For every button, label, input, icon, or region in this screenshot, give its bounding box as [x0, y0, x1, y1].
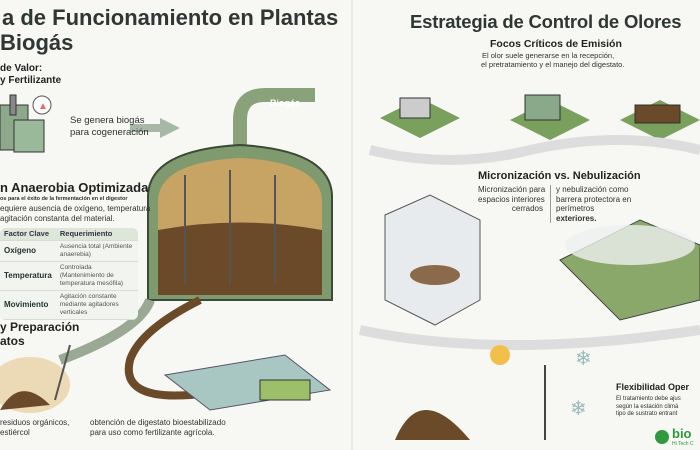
pipe-label: Biogás [270, 98, 301, 108]
micro-divider [550, 185, 551, 223]
anaerobic-desc-1: equiere ausencia de oxígeno, temperatura [0, 204, 151, 213]
prep-heading-1: y Preparación [0, 320, 80, 334]
sun-icon [490, 345, 510, 365]
indoor-micronization-room [384, 194, 481, 326]
odor-path-2 [358, 325, 700, 350]
svg-text:▲: ▲ [38, 101, 48, 112]
left-title-line2: Biogás [0, 30, 74, 55]
anaerobic-desc-2: agitación constanta del material. [0, 214, 115, 223]
arrow-left-icon [130, 118, 180, 138]
snowflake-icon: ❄ [575, 348, 592, 370]
fertilizer-trailer [259, 379, 311, 401]
value-heading-2: y Fertilizante [0, 75, 62, 86]
logo-sub: Hi Tech C [672, 441, 694, 447]
focus-desc-2: el pretratamiento y el manejo del digest… [481, 60, 625, 69]
logo-text: bio [672, 426, 692, 441]
left-title-line1: a de Funcionamiento en Plantas [2, 5, 339, 30]
flex-heading: Flexibilidad Oper [616, 382, 690, 392]
outdoor-nebulization-perimeter [559, 219, 700, 321]
digester-tank [147, 143, 333, 301]
focus-desc-1: El olor suele generarse en la recepción, [482, 51, 615, 60]
waste-pile [395, 410, 470, 440]
anaerobic-heading: n Anaerobia Optimizada [0, 180, 149, 195]
table-header: Factor Clave [0, 228, 56, 241]
anaerobic-sub: os para el éxito de la fermentación en e… [0, 196, 128, 202]
right-title: Estrategia de Control de Olores [410, 11, 682, 32]
digestate-flow [124, 296, 251, 400]
logo-icon [655, 430, 669, 444]
cogeneration-plant-icon: ▲ [0, 94, 52, 153]
focus-heading: Focos Críticos de Emisión [490, 38, 622, 50]
value-heading-1: de Valor: [0, 63, 43, 74]
odor-path [368, 135, 700, 165]
biogas-pipe [233, 88, 315, 165]
emission-sources [380, 94, 700, 140]
digestate-desc-2: para uso como fertilizante agrícola. [90, 428, 215, 437]
prep-heading-2: atos [0, 334, 25, 348]
snowflake-icon: ❄ [570, 398, 587, 420]
manure-pile [0, 391, 50, 410]
feed-pipe [58, 298, 155, 365]
table-header: Requerimiento [55, 228, 138, 241]
digestate-desc-1: obtención de digestato bioestabilizado [90, 418, 226, 427]
prep-desc-2: estiércol [0, 428, 30, 437]
micro-heading: Micronización vs. Nebulización [478, 170, 641, 182]
shovel-icon [54, 344, 71, 401]
prep-desc-1: residuos orgánicos, [0, 418, 70, 427]
